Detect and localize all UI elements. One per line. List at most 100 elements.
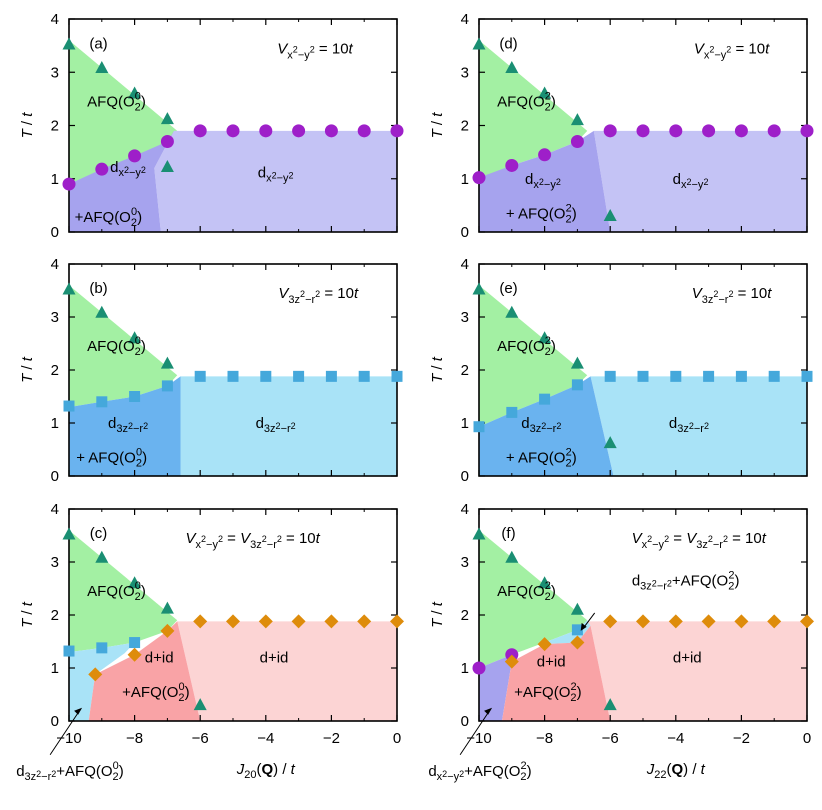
square-marker [293,370,305,382]
diamond-marker [324,614,339,629]
square-marker [161,380,173,392]
annotation-part: = 10 [728,530,762,547]
y-tick-label: 4 [51,501,59,518]
region-label: + AFQ(O22) [506,446,577,469]
label-part: 3z [264,423,276,435]
annotation-part: = 10 [731,40,765,57]
label-part: ) [577,684,582,701]
panel-label: (a) [89,35,107,52]
annotation-part: −r [305,294,315,306]
triangle-marker [603,436,617,449]
label-part: AFQ(O [497,583,545,600]
square-marker [670,370,682,382]
diamond-marker [258,614,273,629]
square-marker [801,370,813,382]
square-marker [129,637,141,649]
label-part: 2 [128,421,133,431]
label-part: +AFQ(O [122,684,178,701]
annotation-part: t [767,285,772,302]
x-label-part: ) / [273,761,291,778]
panel-annotation: V3z2−r2 = 10t [278,285,359,306]
square-marker [63,645,75,657]
triangle-marker [193,698,207,711]
phase-region [154,130,397,232]
triangle-marker [128,86,142,99]
y-axis-label: T / t [19,601,36,628]
annotation-part: t [349,40,354,57]
y-label-part: / [19,606,36,619]
square-marker [768,370,780,382]
annotation-part: V [692,285,704,302]
square-marker [227,370,239,382]
phase-region [479,654,512,721]
label-part: AFQ(O [497,338,545,355]
callout-arrowhead [580,622,587,631]
panel-label: (b) [89,280,107,297]
annotation-part: = 10 [733,285,767,302]
callout-arrow [459,709,491,756]
annotation-part: x [642,539,648,551]
region-label: d3z2−r2 [521,415,561,435]
label-part: 2 [689,421,694,431]
label-part: 2 [442,769,447,779]
y-label-part: t [429,356,446,361]
label-part: −r [546,423,556,435]
panel-label: (d) [499,35,517,52]
y-label-part: t [19,356,36,361]
triangle-marker [472,282,486,295]
y-tick-label: 2 [51,362,59,379]
y-tick-label: 0 [461,224,469,241]
triangle-marker [570,602,584,615]
y-tick-label: 1 [51,415,59,432]
region-label: dx2−y2 [673,171,709,191]
region-label: d3z2−r2 [108,415,148,435]
annotation-part: t [762,530,767,547]
triangle-marker [570,113,584,126]
label-part: 2 [51,769,56,779]
y-tick-label: 4 [461,11,469,28]
phase-region [69,130,174,232]
annotation-part: −y [206,539,218,551]
label-part: 2 [545,102,551,114]
label-part: 2 [136,457,142,469]
y-label-part: T [19,372,36,383]
phase-region [479,130,611,232]
triangle-marker [62,527,76,540]
label-part: ) [551,94,556,111]
x-label-part: ( [257,761,262,778]
label-part: −r [41,771,51,783]
region-label: dx2−y2 [525,171,561,191]
circle-marker [62,177,76,191]
region-label: AFQ(O20) [87,91,146,114]
y-label-part: / [19,361,36,374]
annotation-part: V [277,40,289,57]
annotation-part: t [354,285,359,302]
panel-annotation: Vx2−y2 = V3z2−r2 = 10t [186,530,321,551]
label-part: x [118,167,124,179]
label-part: 2 [704,421,709,431]
label-part: 2 [135,346,141,358]
square-marker [63,400,75,412]
annotation-part: t [765,40,770,57]
label-part: d [16,763,24,780]
label-part: 2 [545,591,551,603]
square-marker [571,624,583,636]
label-part: 2 [565,457,571,469]
callout-arrowhead [74,707,83,715]
x-tick-label: 0 [393,730,401,747]
diamond-marker [668,614,683,629]
diamond-marker [767,614,782,629]
y-axis-label: T / t [429,356,446,383]
y-label-part: T [19,617,36,628]
y-label-part: / [429,117,446,130]
annotation-part: −r [713,539,723,551]
x-tick-label: −2 [733,730,750,747]
label-part: 3z [25,771,37,783]
label-part: ) [142,449,147,466]
triangle-marker [160,601,174,614]
region-label: +AFQ(O20) [75,206,143,229]
region-label: d3z2−r2 [256,415,296,435]
square-marker [129,391,141,402]
y-label-part: t [19,112,36,117]
